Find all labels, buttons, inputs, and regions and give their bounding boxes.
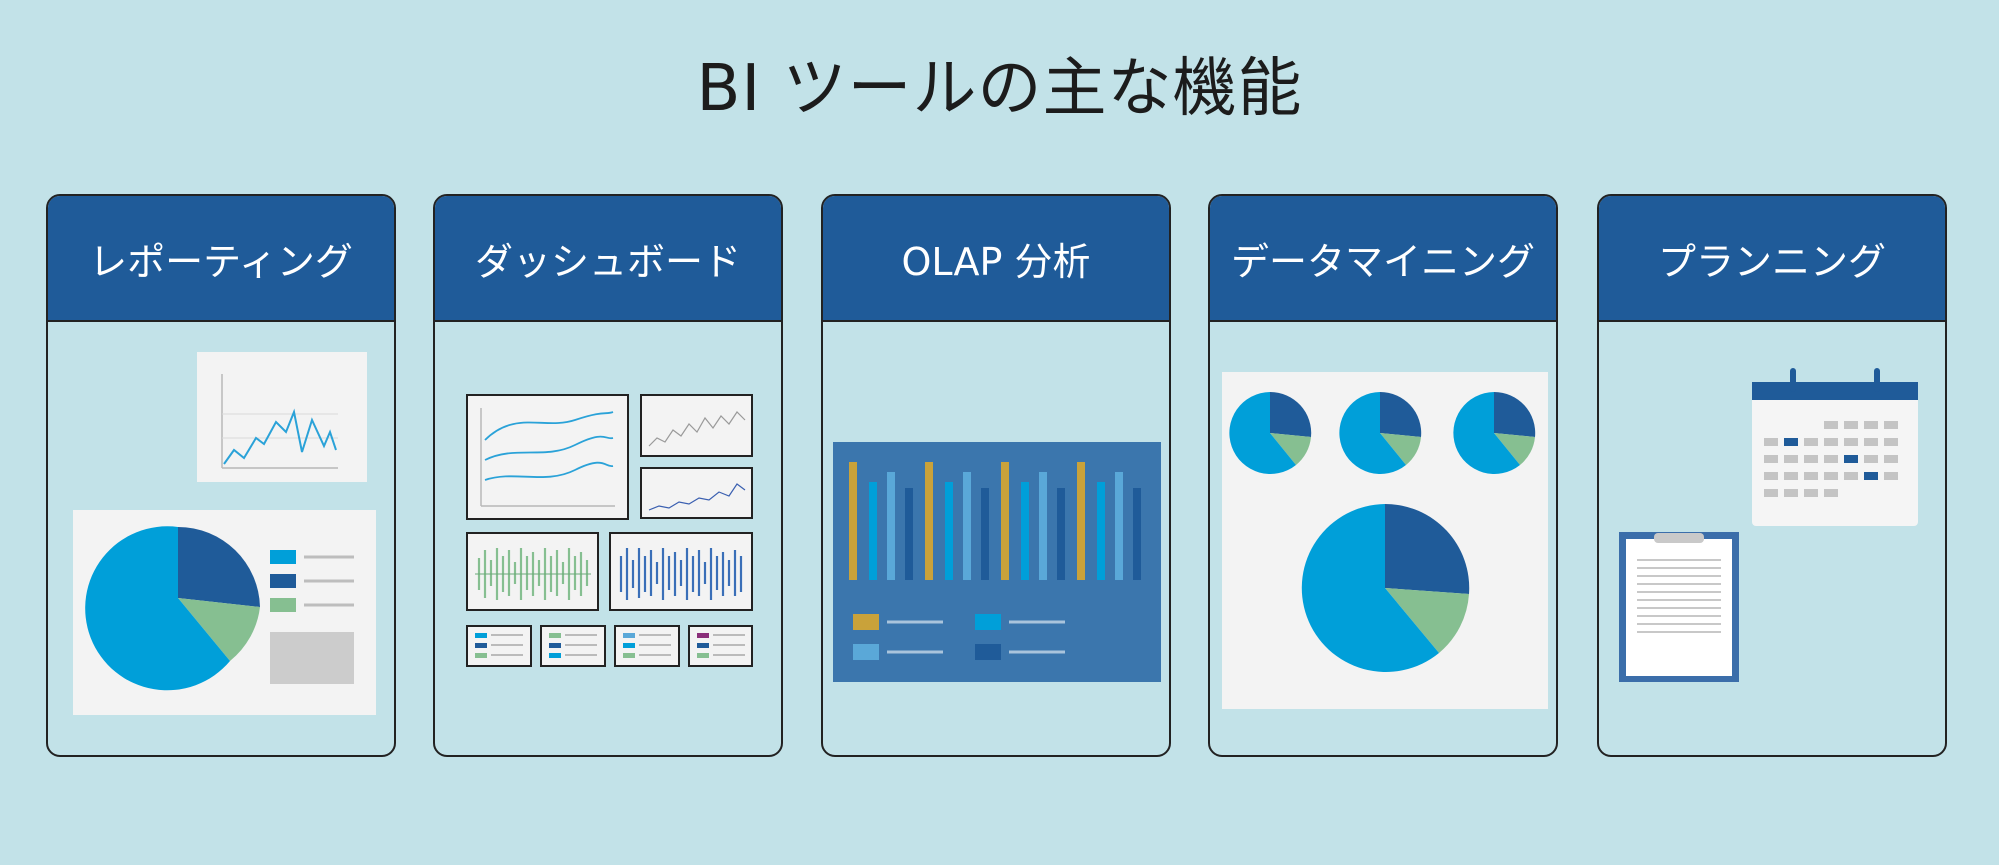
card-header: ダッシュボード xyxy=(435,196,781,322)
card-header: レポーティング xyxy=(48,196,394,322)
card-title: レポーティング xyxy=(89,239,353,284)
calendar-clipboard-icon xyxy=(1619,368,1918,682)
pie-charts-icon xyxy=(1222,372,1548,709)
report-chart-icon xyxy=(73,352,376,715)
card-header: プランニング xyxy=(1599,196,1945,322)
card-header: OLAP 分析 xyxy=(823,196,1169,322)
card-data-mining: データマイニング xyxy=(1208,194,1558,757)
card-title: OLAP 分析 xyxy=(901,239,1091,284)
bar-chart-icon xyxy=(833,442,1161,682)
card-title: ダッシュボード xyxy=(474,239,741,284)
card-reporting: レポーティング xyxy=(46,194,396,757)
card-title: プランニング xyxy=(1657,239,1886,284)
card-olap: OLAP 分析 xyxy=(821,194,1171,757)
card-planning: プランニング xyxy=(1597,194,1947,757)
card-header: データマイニング xyxy=(1210,196,1556,322)
dashboard-icon xyxy=(466,394,753,667)
card-dashboard: ダッシュボード xyxy=(433,194,783,757)
page-title: BI ツールの主な機能 xyxy=(696,52,1303,126)
card-title: データマイニング xyxy=(1230,239,1535,284)
